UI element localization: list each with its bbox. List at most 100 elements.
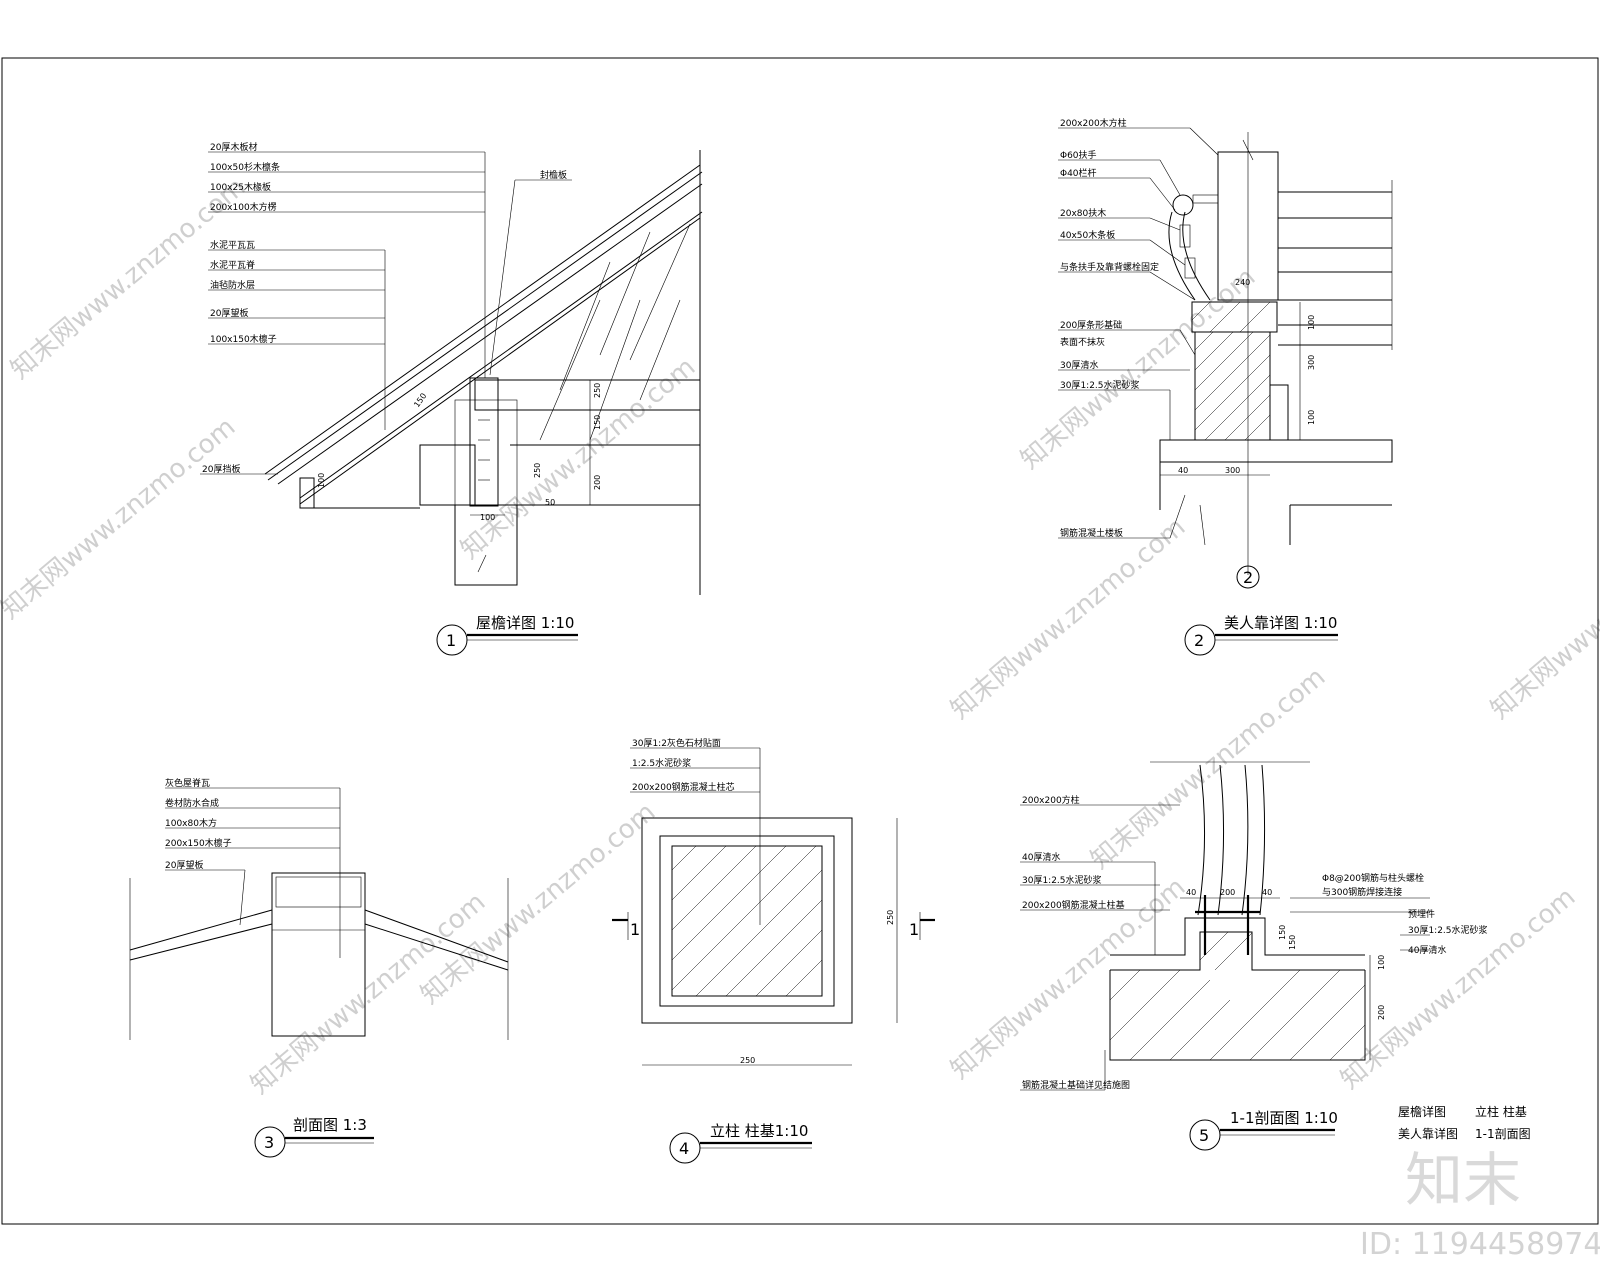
watermark-text: 知末网www.znzmo.com bbox=[0, 412, 241, 625]
callout-label: 200x150木檩子 bbox=[165, 837, 232, 849]
watermark-text: 知末网www.znzmo.com bbox=[1085, 662, 1331, 875]
callout-label: 20厚木板材 bbox=[210, 141, 257, 153]
section-marker: 1 bbox=[909, 920, 919, 939]
dimension-text: 300 bbox=[1307, 355, 1316, 370]
watermark-text: 知末网www.znzmo.com bbox=[1335, 882, 1581, 1095]
callout-label: 20厚望板 bbox=[210, 307, 248, 319]
callout-label: 100x150木檩子 bbox=[210, 333, 277, 345]
callout-label: 100x50杉木檩条 bbox=[210, 161, 280, 173]
dimension-text: 150 bbox=[412, 391, 428, 409]
detail-number: 2 bbox=[1194, 631, 1204, 650]
dimension-text: 40 bbox=[1262, 888, 1272, 897]
callout-label: 20x80扶木 bbox=[1060, 207, 1106, 219]
callout-label: 1:2.5水泥砂浆 bbox=[632, 757, 691, 769]
detail-title: 屋檐详图 1:10 bbox=[476, 614, 574, 632]
callout-label: 卷材防水合成 bbox=[165, 797, 219, 809]
dimension-text: 200 bbox=[593, 475, 602, 490]
detail-number: 4 bbox=[679, 1139, 689, 1158]
callout-label: 30厚1:2灰色石材贴面 bbox=[632, 737, 721, 749]
watermark-text: 知末网www.znzmo.com bbox=[1485, 512, 1600, 725]
callout-label: 预埋件 bbox=[1408, 908, 1435, 920]
detail-number: 1 bbox=[446, 631, 456, 650]
legend-item: 美人靠详图 bbox=[1398, 1126, 1458, 1141]
dimension-text: 150 bbox=[1288, 935, 1297, 950]
callout-label: 20厚望板 bbox=[165, 859, 203, 871]
callout-label: 40x50木条板 bbox=[1060, 229, 1115, 241]
legend-item: 立柱 柱基 bbox=[1475, 1104, 1527, 1119]
callout-label: 30厚1:2.5水泥砂浆 bbox=[1022, 874, 1102, 886]
dimension-text: 250 bbox=[886, 910, 895, 925]
callout-label: 灰色屋脊瓦 bbox=[165, 777, 210, 789]
dimension-text: 250 bbox=[593, 383, 602, 398]
detail-5-section: 200x200方柱 40厚清水 30厚1:2.5水泥砂浆 200x200钢筋混凝… bbox=[1020, 761, 1488, 1151]
callout-label: 40厚清水 bbox=[1022, 851, 1060, 863]
callout-label: 40厚清水 bbox=[1408, 944, 1446, 956]
callout-label: 100x80木方 bbox=[165, 817, 217, 829]
watermark-id: ID: 1194458974 bbox=[1360, 1227, 1600, 1262]
legend: 屋檐详图 立柱 柱基 美人靠详图 1-1剖面图 bbox=[1398, 1104, 1531, 1141]
callout-label: 表面不抹灰 bbox=[1060, 336, 1105, 348]
detail-title: 剖面图 1:3 bbox=[293, 1116, 367, 1134]
callout-label: 钢筋混凝土楼板 bbox=[1060, 527, 1123, 539]
callout-label: 200x200木方柱 bbox=[1060, 117, 1127, 129]
callout-label: 水泥平瓦瓦 bbox=[210, 239, 255, 251]
watermark-text: 知末网www.znzmo.com bbox=[455, 352, 701, 565]
callout-label: 30厚1:2.5水泥砂浆 bbox=[1060, 379, 1140, 391]
dimension-text: 100 bbox=[480, 513, 495, 522]
detail-number: 3 bbox=[264, 1133, 274, 1152]
callout-label: 200x200钢筋混凝土柱芯 bbox=[632, 781, 735, 793]
dimension-text: 100 bbox=[1307, 410, 1316, 425]
dimension-text: 40 bbox=[1186, 888, 1196, 897]
dimension-text: 240 bbox=[1235, 278, 1250, 287]
callout-label: 30厚1:2.5水泥砂浆 bbox=[1408, 924, 1488, 936]
callout-label: 200厚条形基础 bbox=[1060, 319, 1122, 331]
callout-label: 与300钢筋焊接连接 bbox=[1322, 886, 1402, 898]
callout-label: 封檐板 bbox=[540, 169, 567, 181]
dimension-text: 250 bbox=[740, 1056, 755, 1065]
dimension-text: 100 bbox=[317, 473, 326, 488]
callout-label: 200x200钢筋混凝土柱基 bbox=[1022, 899, 1125, 911]
callout-label: 200x100木方楞 bbox=[210, 201, 277, 213]
watermark-logo: 知末 bbox=[1405, 1146, 1521, 1214]
callout-label: Φ8@200钢筋与柱头螺栓 bbox=[1322, 872, 1424, 884]
detail-title: 立柱 柱基1:10 bbox=[710, 1122, 808, 1140]
callout-label: Φ60扶手 bbox=[1060, 149, 1097, 161]
dimension-text: 250 bbox=[533, 463, 542, 478]
dimension-text: 150 bbox=[1278, 925, 1287, 940]
dimension-text: 50 bbox=[545, 498, 555, 507]
callout-label: 100x25木椽板 bbox=[210, 181, 271, 193]
dimension-text: 300 bbox=[1225, 466, 1240, 475]
callout-label: 水泥平瓦脊 bbox=[210, 259, 255, 271]
detail-4-column: 1 1 250 250 30厚1:2灰色石材贴面 1:2.5水泥砂浆 200x2… bbox=[612, 737, 935, 1164]
detail-title: 美人靠详图 1:10 bbox=[1224, 614, 1337, 632]
callout-label: Φ40栏杆 bbox=[1060, 167, 1097, 179]
watermark-text: 知末网www.znzmo.com bbox=[1015, 262, 1261, 475]
detail-number-circle bbox=[254, 1126, 286, 1158]
dimension-text: 150 bbox=[593, 415, 602, 430]
detail-number: 5 bbox=[1199, 1126, 1209, 1145]
callout-label: 钢筋混凝土基础详见结施图 bbox=[1022, 1079, 1130, 1091]
detail-1-eave: 20厚木板材 100x50杉木檩条 100x25木椽板 200x100木方楞 水… bbox=[200, 141, 703, 656]
callout-label: 20厚挡板 bbox=[202, 463, 240, 475]
dimension-text: 200 bbox=[1377, 1005, 1386, 1020]
dimension-text: 200 bbox=[1220, 888, 1235, 897]
dimension-text: 40 bbox=[1178, 466, 1188, 475]
section-marker: 2 bbox=[1243, 568, 1253, 587]
callout-label: 与条扶手及靠背螺栓固定 bbox=[1060, 261, 1159, 273]
detail-3-ridge: 灰色屋脊瓦 卷材防水合成 100x80木方 200x150木檩子 20厚望板 3… bbox=[129, 777, 509, 1158]
callout-label: 油毡防水层 bbox=[210, 279, 255, 291]
detail-title: 1-1剖面图 1:10 bbox=[1230, 1109, 1338, 1127]
dimension-text: 100 bbox=[1377, 955, 1386, 970]
detail-2-bench: 200x200木方柱 Φ60扶手 Φ40栏杆 20x80扶木 40x50木条板 … bbox=[1058, 117, 1393, 656]
legend-item: 1-1剖面图 bbox=[1475, 1127, 1531, 1141]
callout-label: 30厚清水 bbox=[1060, 359, 1098, 371]
watermark-text: 知末网www.znzmo.com bbox=[945, 512, 1191, 725]
legend-item: 屋檐详图 bbox=[1398, 1104, 1446, 1119]
callout-label: 200x200方柱 bbox=[1022, 794, 1080, 806]
watermark-text: 知末网www.znzmo.com bbox=[245, 887, 491, 1100]
section-marker: 1 bbox=[630, 920, 640, 939]
drawing-frame bbox=[1, 57, 1599, 1225]
dimension-text: 100 bbox=[1307, 315, 1316, 330]
